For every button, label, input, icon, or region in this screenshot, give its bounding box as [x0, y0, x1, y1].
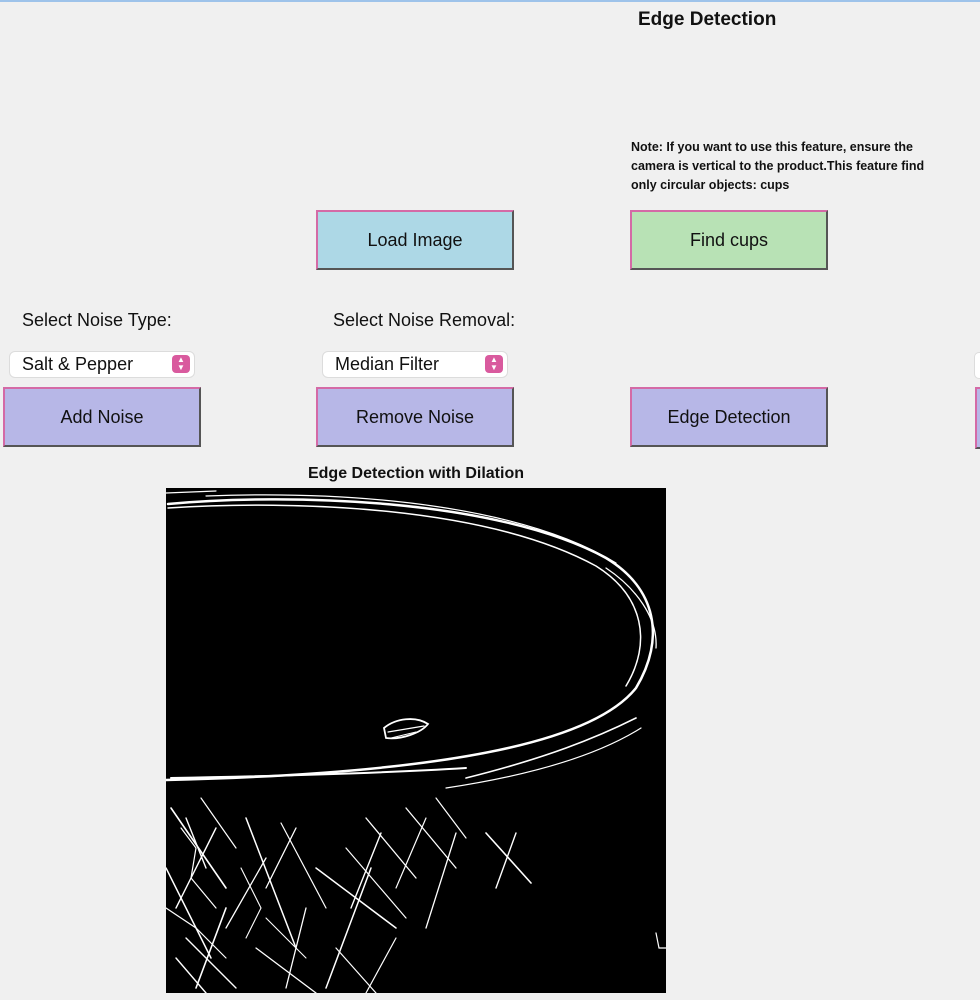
partial-select[interactable]	[975, 353, 980, 378]
add-noise-button[interactable]: Add Noise	[3, 387, 201, 447]
edge-detection-button[interactable]: Edge Detection	[630, 387, 828, 447]
edge-map-svg	[164, 490, 667, 994]
updown-chevron-icon: ▲▼	[172, 355, 190, 373]
noise-removal-label: Select Noise Removal:	[333, 310, 516, 330]
partial-button[interactable]	[975, 387, 980, 449]
page-title: Edge Detection	[638, 9, 777, 30]
feature-note: Note: If you want to use this feature, e…	[631, 140, 925, 192]
noise-type-select[interactable]: Salt & Pepper ▲▼	[10, 352, 194, 377]
window-top-border	[0, 0, 980, 2]
updown-chevron-icon: ▲▼	[485, 355, 503, 373]
noise-type-label: Select Noise Type:	[22, 310, 172, 330]
plot-title: Edge Detection with Dilation	[307, 465, 524, 482]
noise-type-value: Salt & Pepper	[22, 354, 134, 374]
noise-removal-value: Median Filter	[335, 354, 440, 374]
edge-detection-image	[164, 488, 667, 994]
load-image-button[interactable]: Load Image	[316, 210, 514, 270]
noise-removal-select[interactable]: Median Filter ▲▼	[323, 352, 507, 377]
remove-noise-button[interactable]: Remove Noise	[316, 387, 514, 447]
find-cups-button[interactable]: Find cups	[630, 210, 828, 270]
